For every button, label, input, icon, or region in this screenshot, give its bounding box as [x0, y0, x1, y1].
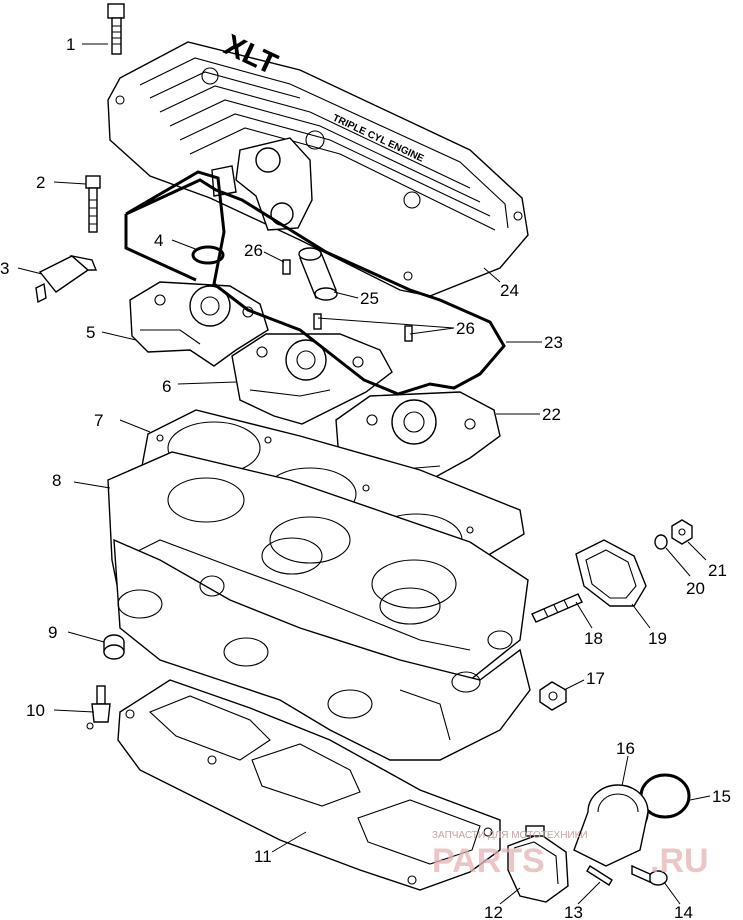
callout-25: 25 [360, 289, 379, 308]
screw-13 [586, 865, 613, 886]
callout-26-upper: 26 [244, 241, 263, 260]
callout-21: 21 [708, 561, 727, 580]
callout-1: 1 [66, 35, 75, 54]
bolt-1 [107, 3, 125, 55]
nut-17 [539, 681, 567, 711]
flange-gasket-19 [575, 539, 647, 607]
cylinder-block [113, 538, 531, 761]
callout-5: 5 [86, 323, 95, 342]
callout-16: 16 [616, 739, 635, 758]
watermark-logo-left: PARTS [432, 842, 545, 880]
outlet-tube-25 [298, 247, 338, 301]
callout-13: 13 [564, 903, 583, 920]
callout-6: 6 [162, 377, 171, 396]
dowel-pin-26-upper [282, 259, 291, 275]
watermark-logo-right: .RU [650, 842, 709, 880]
callout-24: 24 [500, 281, 519, 300]
valve-cover: XLT TRIPLE CYL ENGINE [107, 28, 529, 297]
water-head-center [231, 333, 393, 425]
callout-7: 7 [94, 411, 103, 430]
clamp-12 [507, 825, 569, 903]
temp-sensor-3 [35, 254, 98, 304]
water-head-left [129, 281, 269, 367]
dowel-pin-26-a [313, 313, 322, 330]
nut-21 [671, 519, 693, 545]
stud-18 [531, 593, 583, 623]
housing-16 [573, 784, 649, 867]
screw-14 [631, 864, 668, 886]
o-ring-4 [191, 245, 225, 265]
callout-2: 2 [36, 173, 45, 192]
watermark-line: ЗАПЧАСТИ ДЛЯ МОТОТЕХНИКИ [432, 830, 588, 841]
bolt-2 [85, 175, 101, 233]
callout-8: 8 [52, 471, 61, 490]
callout-22: 22 [542, 405, 561, 424]
callout-9: 9 [48, 623, 57, 642]
callout-17: 17 [586, 669, 605, 688]
callout-15: 15 [712, 787, 731, 806]
callout-18: 18 [584, 629, 603, 648]
callout-26-right: 26 [456, 319, 475, 338]
watermark: ЗАПЧАСТИ ДЛЯ МОТОТЕХНИКИ PARTS .RU [432, 830, 709, 880]
callout-14: 14 [674, 903, 693, 920]
callout-4: 4 [154, 231, 163, 250]
leader-lines [17, 43, 711, 905]
callout-3: 3 [0, 259, 9, 278]
callout-23: 23 [544, 333, 563, 352]
cover-gasket-23 [124, 170, 506, 396]
base-gasket-11 [117, 679, 501, 891]
callout-10: 10 [26, 701, 45, 720]
callout-19: 19 [648, 629, 667, 648]
callout-12: 12 [484, 903, 503, 920]
sensor-10 [86, 685, 111, 730]
plug-9 [103, 634, 125, 660]
callout-20: 20 [686, 579, 705, 598]
washer-20 [654, 534, 668, 550]
callout-11: 11 [254, 847, 272, 866]
